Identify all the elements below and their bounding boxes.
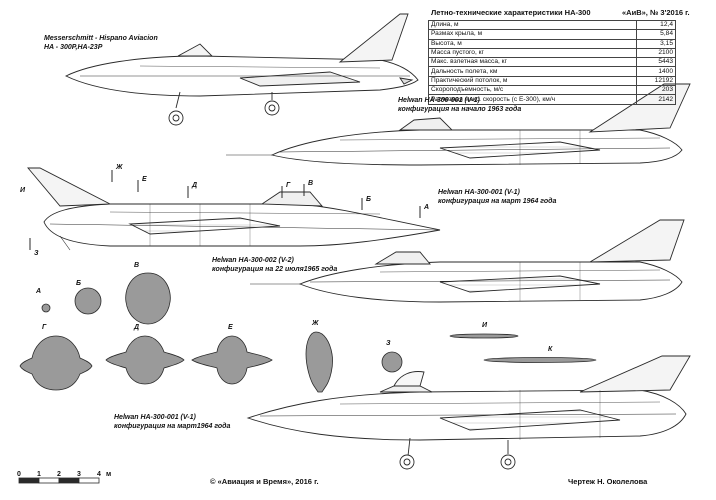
scale-tick-2: 2 xyxy=(57,471,61,478)
scale-tick-3: 3 xyxy=(77,471,81,478)
spec-label: Масса пустого, кг xyxy=(428,47,637,59)
section-letter-b: Б xyxy=(366,196,371,203)
scale-tick-1: 1 xyxy=(37,471,41,478)
spec-table-title: Летно-технические характеристики НА-300 xyxy=(431,8,591,17)
caption-v2-1965-line2: конфигурация на 22 июля1965 года xyxy=(212,266,338,273)
spec-value: 5443 xyxy=(636,57,676,68)
spec-label: Длина, м xyxy=(428,19,637,31)
issue-label: «АиВ», № 3'2016 г. xyxy=(622,8,690,17)
scale-tick-0: 0 xyxy=(17,471,21,478)
caption-v1-1964-line1: Helwan HA-300-001 (V-1) xyxy=(438,189,520,196)
section-markers xyxy=(29,170,421,250)
scale-bar xyxy=(18,477,100,484)
spec-label: Высота, м xyxy=(428,38,637,49)
author-credit: Чертеж Н. Околелова xyxy=(568,477,648,486)
spec-value: 2142 xyxy=(636,94,676,105)
cross-section-label-zh: Ж xyxy=(312,320,319,327)
section-letter-e: Е xyxy=(142,176,147,183)
cross-section-label-a: А xyxy=(36,288,42,295)
section-letter-i: И xyxy=(20,187,26,194)
spec-value: 5,84 xyxy=(636,29,676,40)
cross-section-label-k: К xyxy=(548,346,553,353)
scale-unit: м xyxy=(106,471,112,478)
spec-value: 3,15 xyxy=(636,38,676,49)
cross-section-label-e: Е xyxy=(228,324,233,331)
aircraft-v1-large-side-view xyxy=(246,355,691,470)
spec-row: Расчетная макс. скорость (с Е-300), км/ч… xyxy=(428,94,676,105)
spec-label: Практический потолок, м xyxy=(428,75,637,87)
caption-v1-large-line2: конфигурация на март1964 года xyxy=(114,423,231,430)
section-letter-d: Д xyxy=(192,182,198,189)
aircraft-ha300p-side-view xyxy=(64,13,419,126)
caption-v1-1964-line2: конфигурация на март 1964 года xyxy=(438,198,557,205)
aircraft-v1-1963-side-view xyxy=(226,83,691,166)
section-letter-v: В xyxy=(308,180,314,187)
cross-section-label-g: Г xyxy=(42,324,47,331)
spec-label: Макс. взлетная масса, кг xyxy=(428,57,637,68)
caption-v1-1963-line2: конфигурация на начало 1963 года xyxy=(398,106,522,113)
copyright-text: © «Авиация и Время», 2016 г. xyxy=(210,477,319,486)
spec-value: 2100 xyxy=(636,47,676,59)
section-letter-a: А xyxy=(424,204,430,211)
caption-ha300p-line1: Messerschmitt - Hispano Aviacion xyxy=(44,35,158,42)
cross-section-label-d: Д xyxy=(134,324,140,331)
aircraft-v2-1965-side-view xyxy=(250,219,685,303)
cross-section-label-i: И xyxy=(482,322,488,329)
cross-section-label-v: В xyxy=(134,262,140,269)
caption-v1-large-line1: Helwan HA-300-001 (V-1) xyxy=(114,414,196,421)
cross-section-label-b: Б xyxy=(76,280,81,287)
cross-sections xyxy=(19,272,597,393)
spec-value: 203 xyxy=(636,85,676,96)
cross-section-label-z: З xyxy=(386,340,391,347)
spec-label: Дальность полета, км xyxy=(428,66,637,77)
spec-label: Размах крыла, м xyxy=(428,29,637,40)
section-letter-g: Г xyxy=(286,182,291,189)
caption-v2-1965-line1: Helwan HA-300-002 (V-2) xyxy=(212,257,294,264)
aircraft-v1-march1964-side-view xyxy=(27,167,441,251)
scale-tick-4: 4 xyxy=(97,471,101,478)
spec-label: Скороподъемность, м/с xyxy=(428,85,637,96)
spec-value: 1400 xyxy=(636,66,676,77)
section-letter-zh: Ж xyxy=(116,164,123,171)
spec-value: 12,4 xyxy=(636,19,676,31)
spec-value: 12192 xyxy=(636,75,676,87)
caption-v1-1963-line1: Helwan HA-300-001 (V-1) xyxy=(398,97,480,104)
caption-ha300p-line2: HA - 300P,HA-23P xyxy=(44,44,103,51)
section-letter-z: З xyxy=(34,250,39,257)
